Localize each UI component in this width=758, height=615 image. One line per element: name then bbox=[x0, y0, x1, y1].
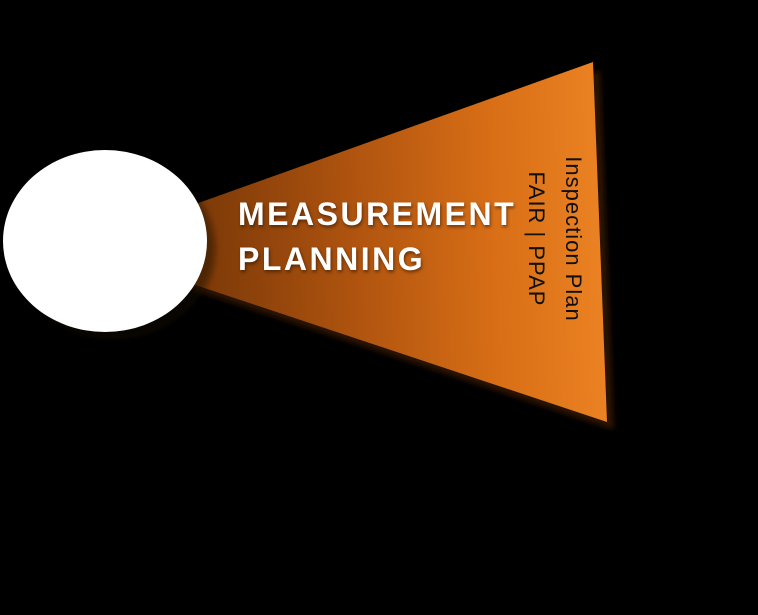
funnel-title-line-1: MEASUREMENT bbox=[238, 196, 517, 232]
funnel-side-labels: Inspection Plan FAIR | PPAP bbox=[518, 89, 592, 389]
milestone-circle bbox=[3, 150, 207, 332]
side-label-line-2: FAIR | PPAP bbox=[524, 171, 549, 307]
funnel-title-line-2: PLANNING bbox=[238, 241, 426, 277]
funnel-wedge bbox=[78, 62, 607, 422]
side-label-line-1: Inspection Plan bbox=[561, 156, 586, 322]
funnel-title: MEASUREMENT PLANNING bbox=[238, 192, 516, 282]
